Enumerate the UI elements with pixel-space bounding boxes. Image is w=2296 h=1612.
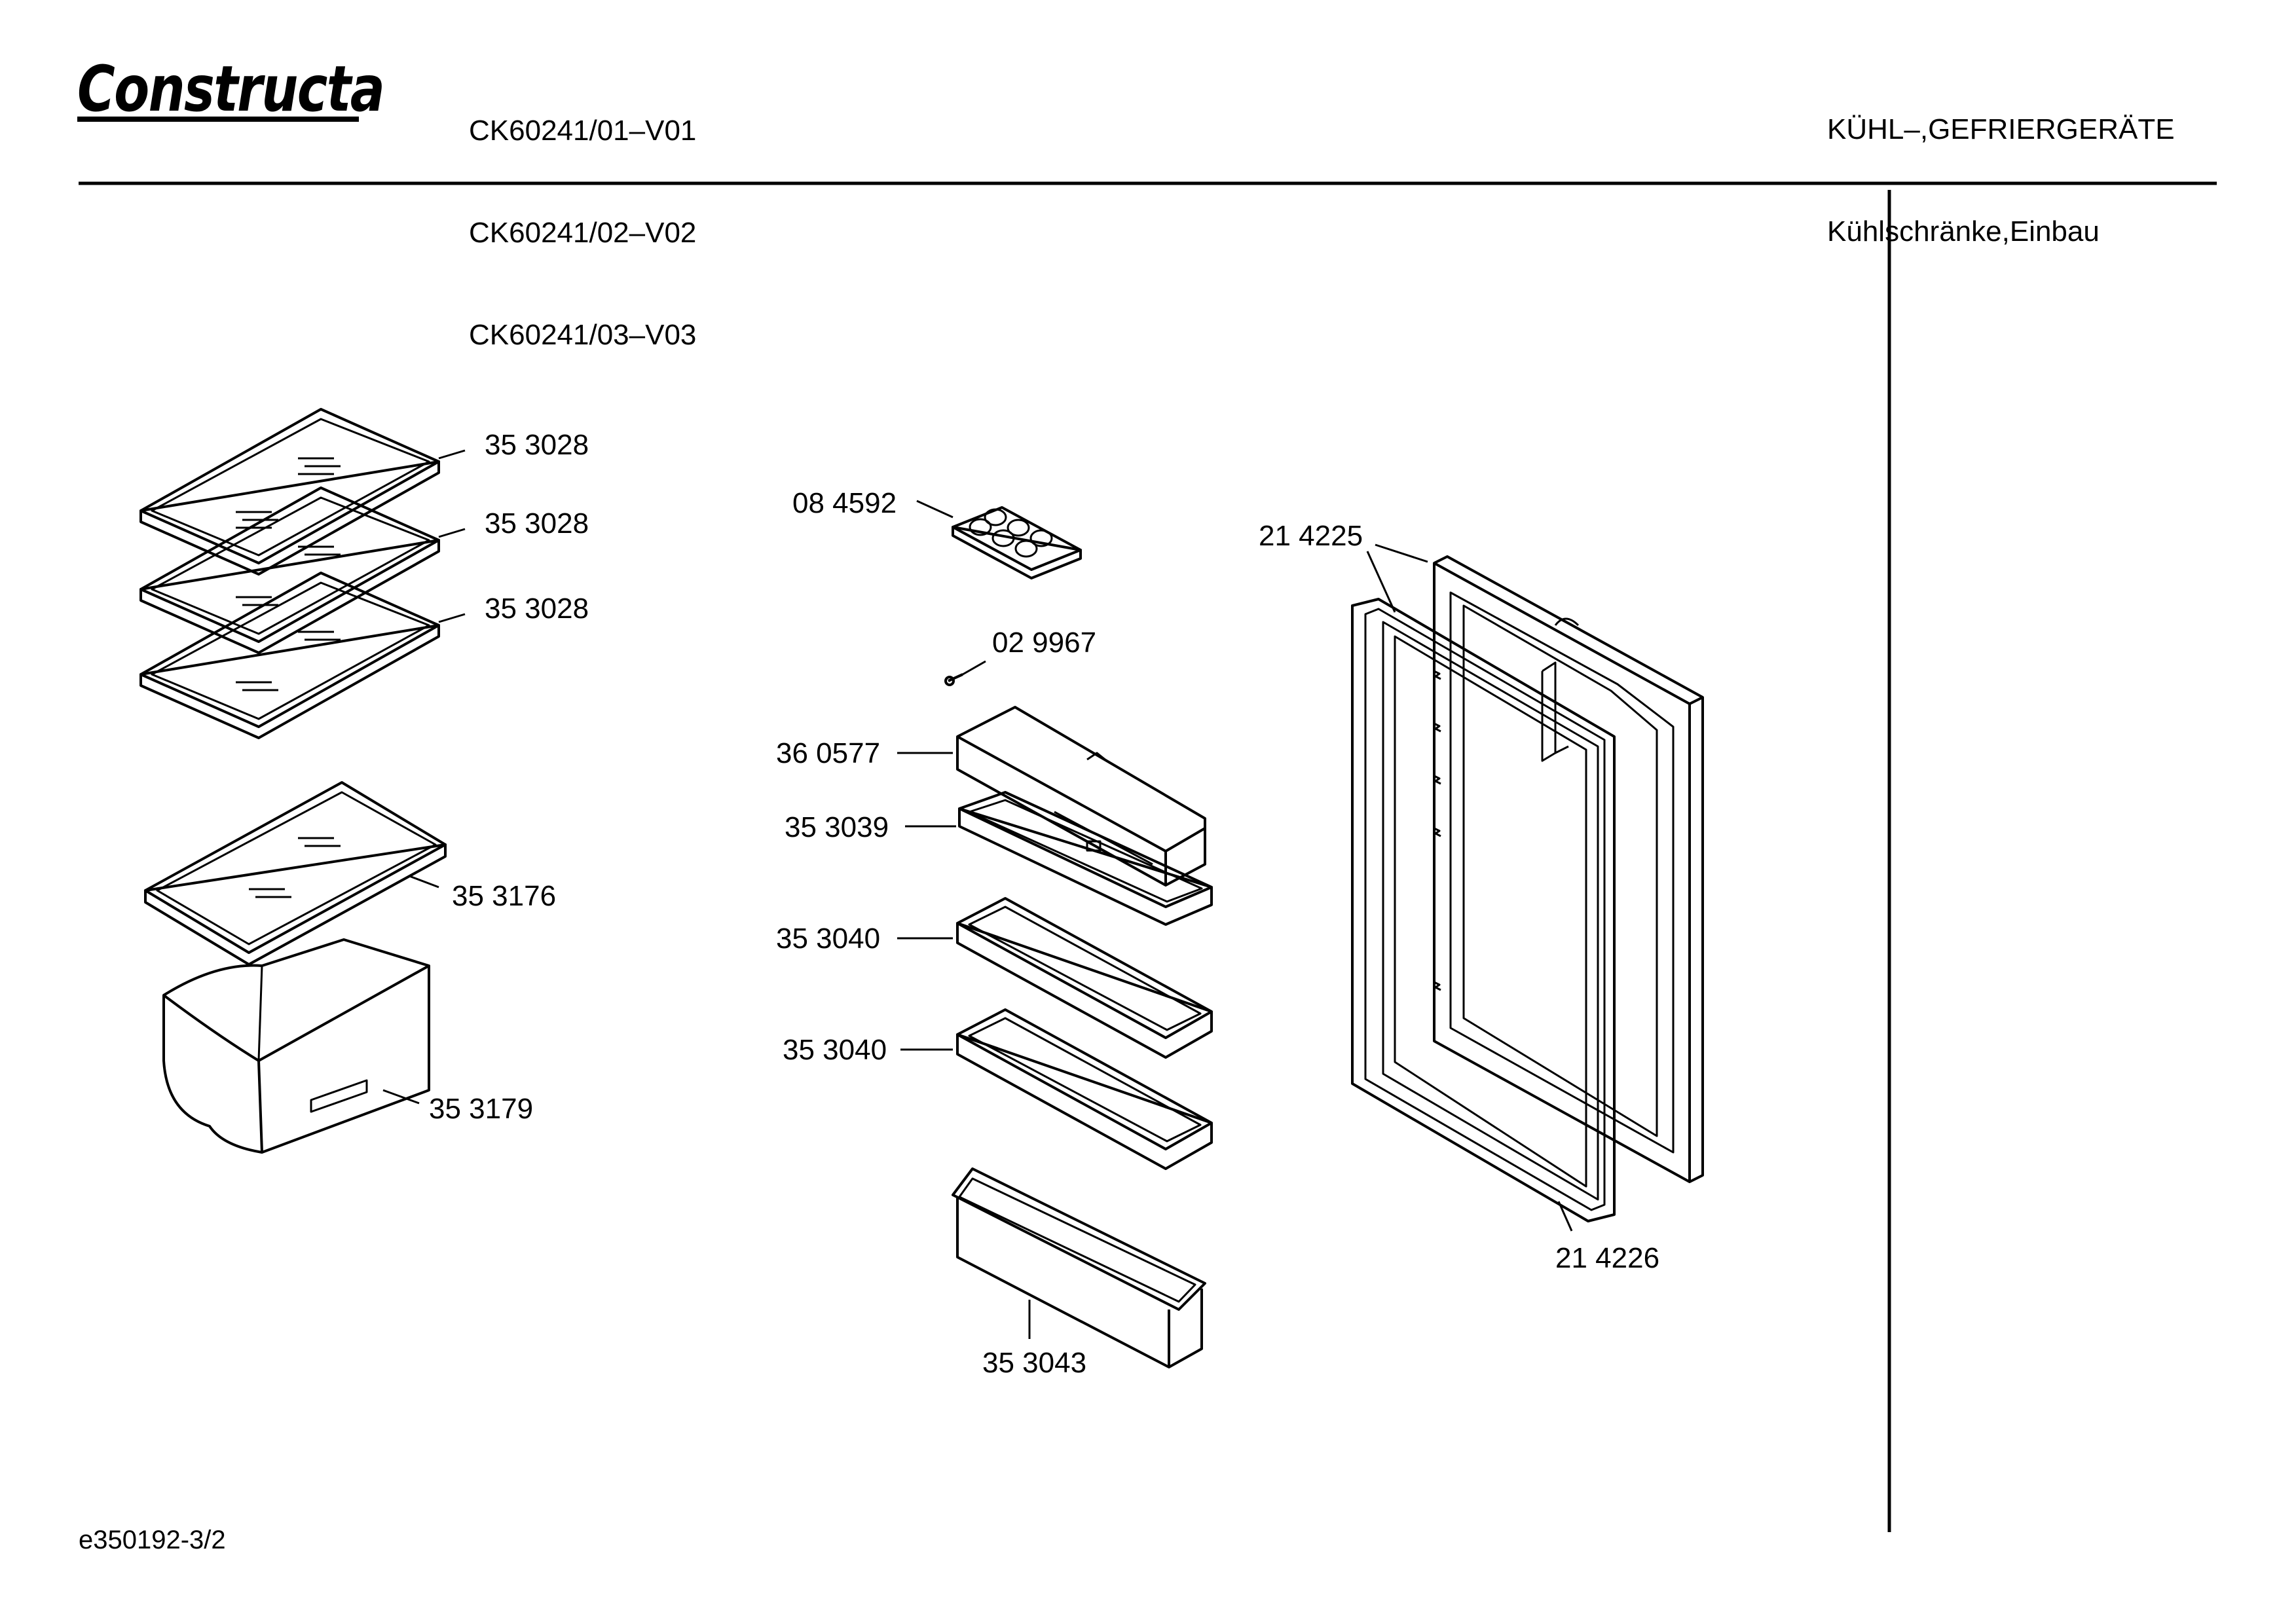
part-label: 21 4225 [1259, 520, 1363, 552]
leader-line [1557, 1201, 1573, 1232]
model-number: CK60241/01–V01 [469, 115, 697, 147]
category-title: KÜHL–,GEFRIERGERÄTE [1827, 113, 2175, 145]
screw [944, 673, 963, 686]
bottle-shelf [952, 1167, 1206, 1368]
part-label: 35 3039 [785, 811, 889, 843]
brand-logo: Constructa [77, 52, 385, 126]
leader-line [438, 528, 466, 538]
model-list: CK60241/01–V01 CK60241/02–V02 CK60241/03… [469, 46, 696, 386]
glass-shelf-1 [139, 408, 440, 576]
door-inner-liner [1433, 555, 1704, 1183]
leader-line [409, 875, 439, 888]
butter-tray [958, 791, 1213, 926]
glass-shelf-2 [139, 486, 440, 654]
leader-line [962, 660, 986, 676]
leader-lines [382, 449, 1573, 1339]
glass-shelf-3 [139, 572, 440, 739]
leader-line [438, 449, 466, 460]
leader-line [1375, 543, 1428, 563]
leader-line [382, 1089, 420, 1105]
category-subtitle: Kühlschränke,Einbau [1827, 215, 2100, 247]
leader-line [1366, 551, 1396, 613]
leader-line [916, 500, 954, 519]
part-label: 35 3028 [485, 507, 589, 540]
model-number: CK60241/03–V03 [469, 319, 697, 351]
part-label: 21 4226 [1555, 1242, 1660, 1274]
part-label: 35 3043 [982, 1347, 1087, 1379]
part-label: 36 0577 [776, 737, 881, 769]
model-number: CK60241/02–V02 [469, 217, 697, 249]
category-block: KÜHL–,GEFRIERGERÄTE Kühlschränke,Einbau [1827, 45, 2175, 283]
document-id: e350192-3/2 [79, 1526, 226, 1554]
part-label: 35 3040 [783, 1034, 887, 1066]
part-label: 35 3028 [485, 429, 589, 461]
part-label: 02 9967 [992, 627, 1097, 659]
crisper-drawer [162, 938, 430, 1154]
door-shelf-1 [956, 897, 1213, 1059]
part-label: 35 3176 [452, 880, 557, 912]
door-shelf-2 [956, 1008, 1213, 1170]
part-label: 35 3179 [429, 1093, 534, 1125]
part-label: 35 3028 [485, 593, 589, 625]
logo-underline [77, 117, 359, 122]
part-label: 35 3040 [776, 923, 881, 955]
part-label: 08 4592 [792, 487, 897, 519]
crisper-cover [144, 781, 447, 966]
egg-tray [952, 506, 1082, 579]
leader-line [438, 613, 466, 623]
door-seal [1351, 598, 1616, 1222]
